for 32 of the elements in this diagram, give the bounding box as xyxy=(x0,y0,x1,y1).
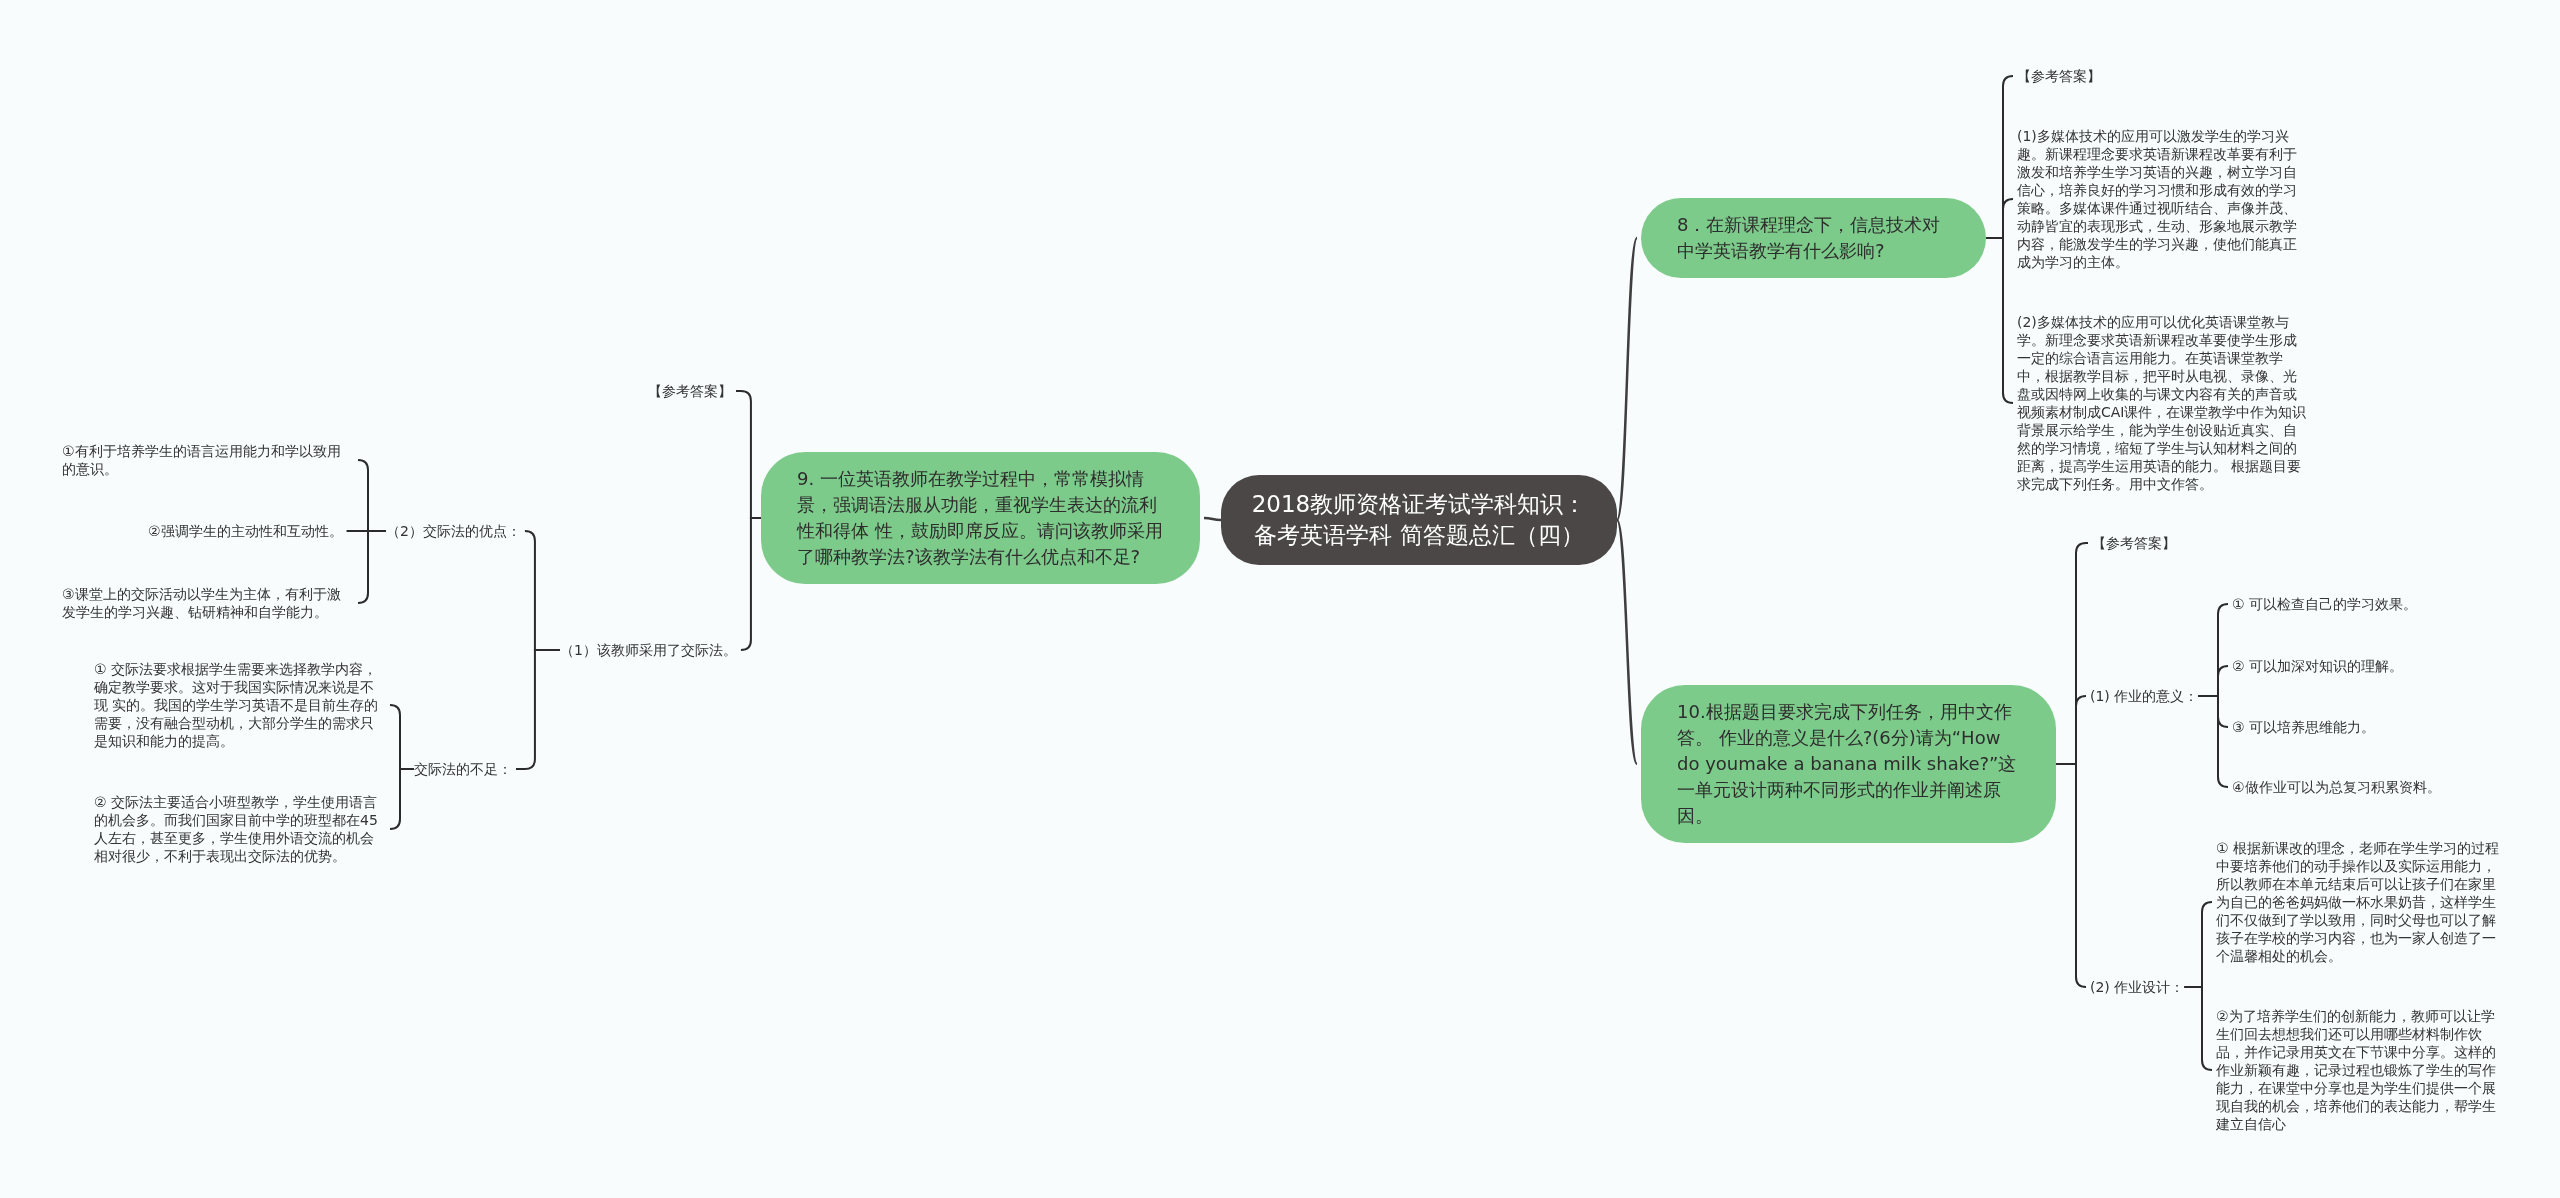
connector-line xyxy=(2197,695,2229,788)
branch-text: ② 交际法主要适合小班型教学，学生使用语言的机会多。而我们国家目前中学的班型都在45 人左右，甚至更多，学生使用外语交流的机会相对很少，不利于表现出交际法的优势。 xyxy=(94,793,386,865)
question-bubble: 9. 一位英语教师在教学过程中，常常模拟情景，强调语法服从功能，重视学生表达的流利性和得体 性，鼓励即席反应。请问该教师采用了哪种教学法?该教学法有什么优点和不足? xyxy=(761,452,1200,584)
question-bubble: 10.根据题目要求完成下列任务，用中文作答。 作业的意义是什么?(6分)请为“How do youmake a banana milk shake?”这一单元设计两种不同形式的作业并阐述原因。 xyxy=(1641,685,2056,843)
branch-text: ②为了培养学生们的创新能力，教师可以让学生们回去想想我们还可以用哪些材料制作饮品，并作记录用英文在下节课中分享。这样的作业新颖有趣，记录过程也锻炼了学生的写作能力，在课堂中分享也是为学生们提供一个展现自我的机会，培养他们的表达能力，帮学生建立自信心 xyxy=(2216,1007,2508,1133)
branch-text: (1)多媒体技术的应用可以激发学生的学习兴趣。新课程理念要求英语新课程改革要有利于激发和培养学生学习英语的兴趣，树立学习自信心，培养良好的学习习惯和形成有效的学习策略。多媒体课件通过视听结合、声像并茂、动静皆宜的表现形式，生动、形象地展示教学内容，能激发学生的学习兴趣，使他们能真正成为学习的主体。 xyxy=(2017,127,2309,271)
branch-text: (2)多媒体技术的应用可以优化英语课堂教与学。新理念要求英语新课程改革要使学生形成一定的综合语言运用能力。在英语课堂教学中，根据教学目标，把平时从电视、录像、光盘或因特网上收集的与课文内容有关的声音或视频素材制成CAI课件，在课堂教学中作为知识背景展示给学生，能为学生创设贴近真实、自然的学习情境，缩短了学生与认知材料之间的距离，提高学生运用英语的能力。 根据题目要求完成下列任务。用中文作答。 xyxy=(2017,313,2309,493)
connector-line xyxy=(739,517,762,651)
connector-line xyxy=(1615,519,1639,765)
connector-line xyxy=(2183,986,2213,1071)
branch-text: (2) 作业设计： xyxy=(2090,978,2185,996)
central-topic-bubble: 2018教师资格证考试学科知识：备考英语学科 简答题总汇（四） xyxy=(1221,475,1617,565)
branch-text: 【参考答案】 xyxy=(2017,67,2101,85)
question-bubble: 8．在新课程理念下，信息技术对中学英语教学有什么影响? xyxy=(1641,198,1986,278)
branch-text: ① 交际法要求根据学生需要来选择教学内容，确定教学要求。这对于我国实际情况来说是不现 实的。我国的学生学习英语不是目前生存的需要，没有融合型动机，大部分学生的需求只是知识和能力的提高。 xyxy=(94,660,386,750)
branch-text: ① 根据新课改的理念，老师在学生学习的过程中要培养他们的动手操作以及实际运用能力，所以教师在本单元结束后可以让孩子们在家里为自已的爸爸妈妈做一杯水果奶昔，这样学生们不仅做到了学以致用，同时父母也可以了解孩子在学校的学习内容，也为一家人创造了一个温馨相处的机会。 xyxy=(2216,839,2508,965)
branch-text: （2）交际法的优点： xyxy=(386,522,521,540)
branch-text: ② 可以加深对知识的理解。 xyxy=(2232,657,2403,675)
branch-text: ②强调学生的主动性和互动性。 xyxy=(148,522,343,540)
branch-text: ③课堂上的交际活动以学生为主体，有利于激发学生的学习兴趣、钻研精神和自学能力。 xyxy=(62,585,354,621)
branch-text: 【参考答案】 xyxy=(648,382,732,400)
branch-text: （1）该教师采用了交际法。 xyxy=(560,641,737,659)
branch-text: ①有利于培养学生的语言运用能力和学以致用的意识。 xyxy=(62,442,354,478)
connector-line xyxy=(1203,516,1222,522)
branch-text: 【参考答案】 xyxy=(2092,534,2176,552)
branch-text: ④做作业可以为总复习积累资料。 xyxy=(2232,778,2441,796)
branch-text: ① 可以检查自己的学习效果。 xyxy=(2232,595,2417,613)
branch-text: 交际法的不足： xyxy=(414,760,512,778)
branch-text: ③ 可以培养思维能力。 xyxy=(2232,718,2375,736)
connector-line xyxy=(1615,237,1639,521)
connector-line xyxy=(357,530,387,604)
branch-text: (1) 作业的意义： xyxy=(2090,687,2199,705)
